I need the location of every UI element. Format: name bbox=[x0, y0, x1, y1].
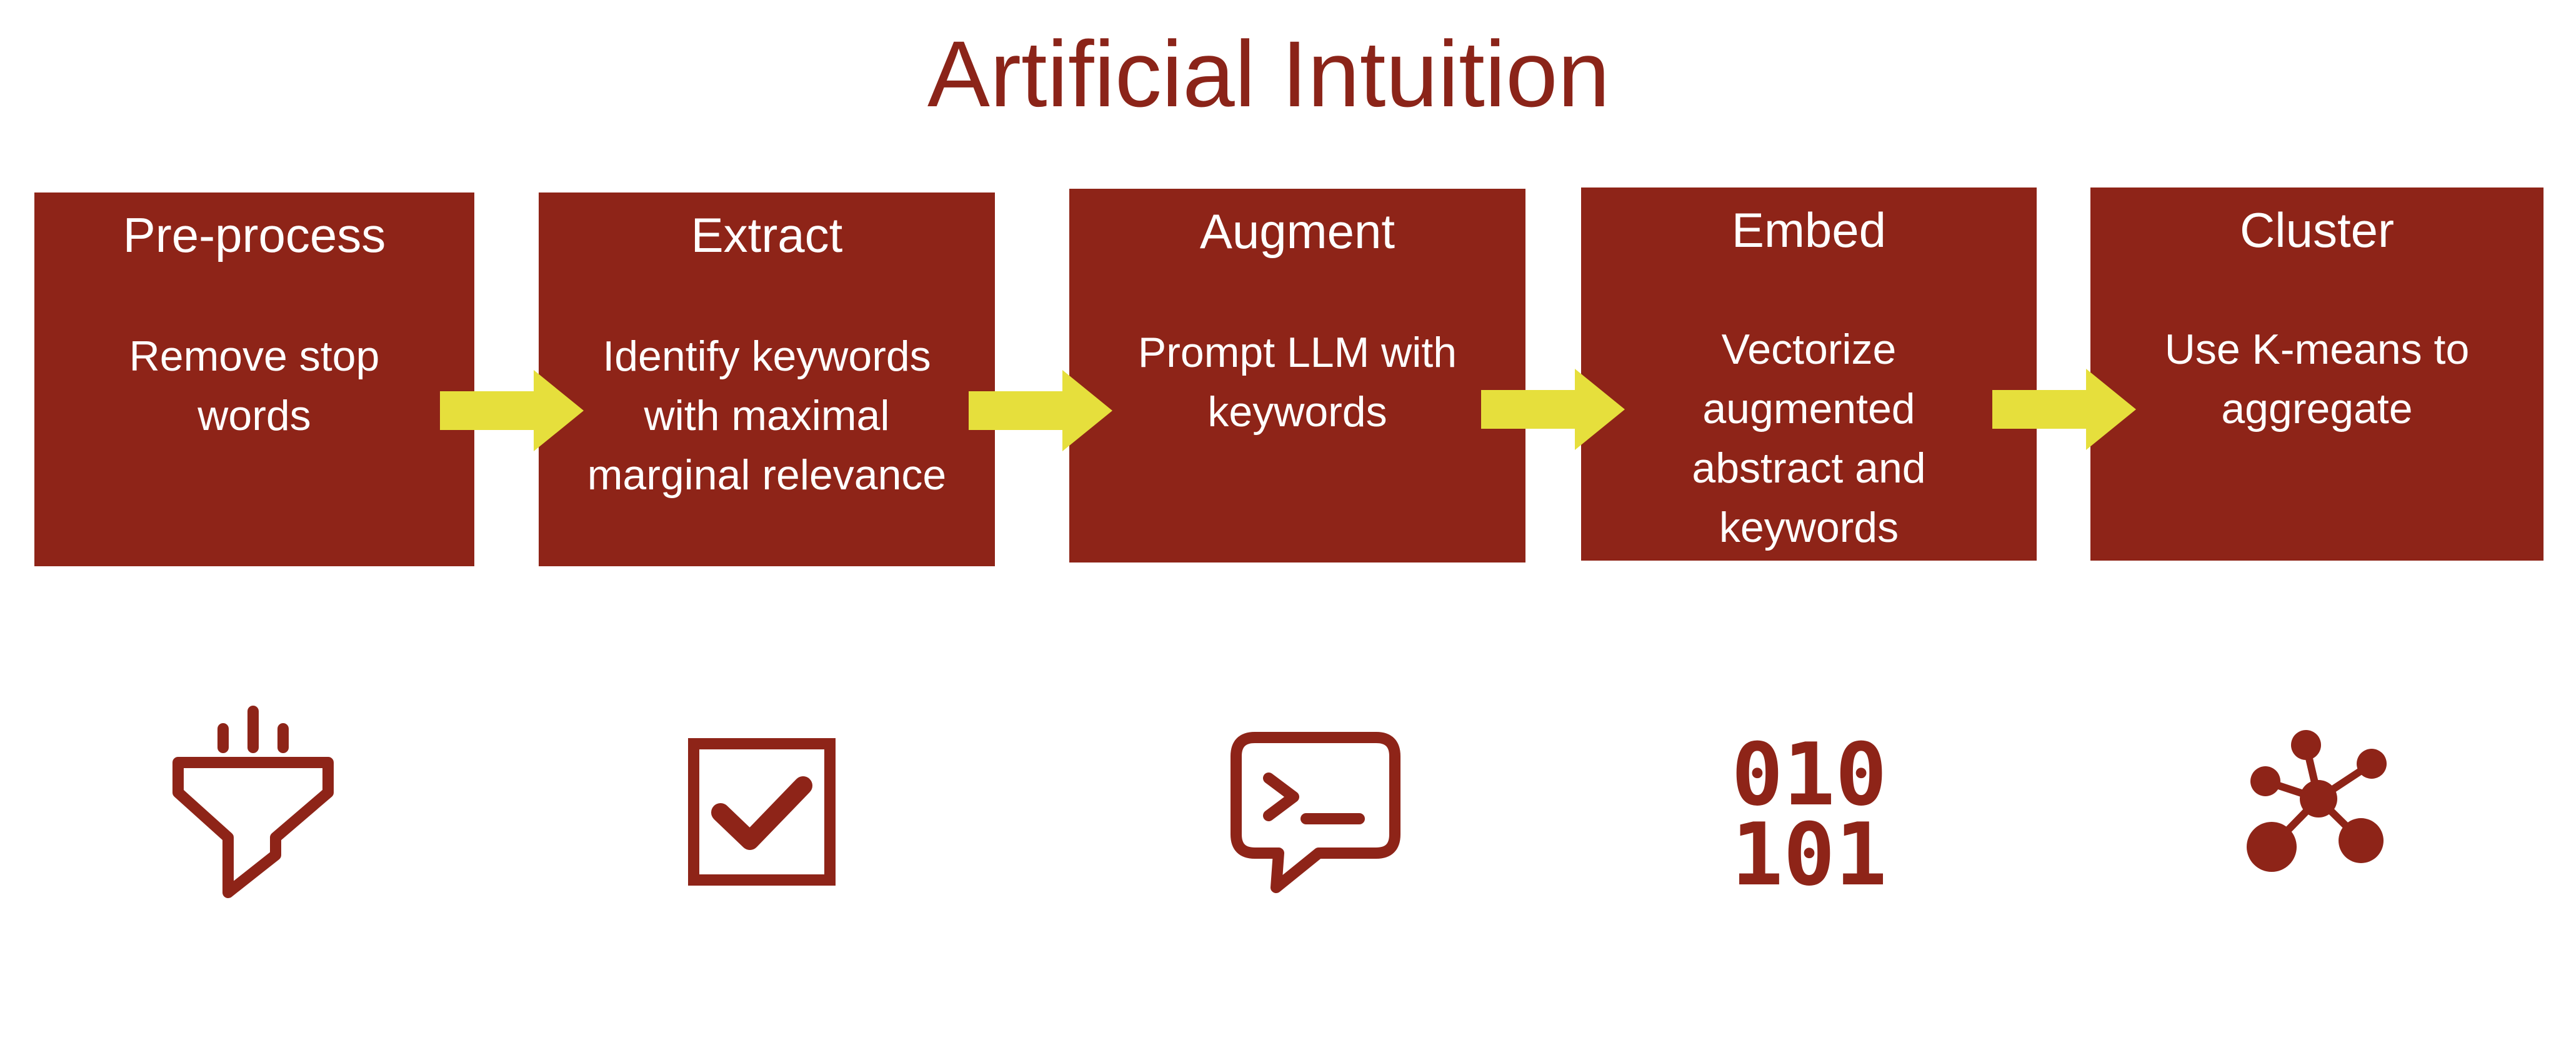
step-description-line: marginal relevance bbox=[587, 451, 947, 499]
arrow-shape bbox=[969, 370, 1112, 451]
step-description: Use K-means to aggregate bbox=[2103, 320, 2531, 439]
step-description: Prompt LLM with keywords bbox=[1082, 323, 1513, 442]
step-heading: Extract bbox=[691, 208, 843, 262]
step-description-line: aggregate bbox=[2221, 385, 2413, 432]
step-heading: Augment bbox=[1199, 204, 1395, 259]
step-extract: Extract Identify keywords with maximal m… bbox=[539, 192, 995, 566]
arrow-right-icon bbox=[1481, 369, 1625, 450]
binary-row-2: 101 bbox=[1731, 804, 1887, 897]
step-preprocess: Pre-process Remove stop words bbox=[34, 192, 474, 566]
step-description-line: words bbox=[197, 392, 311, 439]
step-description-line: Prompt LLM with bbox=[1137, 329, 1457, 376]
prompt-speech-bubble-icon bbox=[1231, 732, 1400, 893]
page-title: Artificial Intuition bbox=[927, 21, 1610, 126]
arrow-right-icon bbox=[440, 370, 584, 451]
arrow-shape bbox=[1992, 369, 2136, 450]
step-description: Remove stop words bbox=[47, 327, 462, 446]
step-description-line: Use K-means to bbox=[2164, 326, 2470, 373]
step-description: Vectorize augmented abstract and keyword… bbox=[1594, 320, 2024, 558]
step-description-line: Identify keywords bbox=[602, 332, 931, 380]
arrow-right-icon bbox=[1992, 369, 2136, 450]
network-cluster-icon bbox=[2247, 730, 2387, 872]
step-description-line: abstract and bbox=[1692, 444, 1926, 492]
arrow-right-icon bbox=[969, 370, 1112, 451]
step-description-line: Vectorize bbox=[1721, 326, 1897, 373]
binary-icon: 010 101 bbox=[1731, 728, 1887, 897]
step-description-line: keywords bbox=[1719, 504, 1899, 551]
step-description-line: augmented bbox=[1702, 385, 1915, 432]
binary-row-1: 010 bbox=[1731, 728, 1887, 825]
step-heading: Cluster bbox=[2239, 202, 2395, 258]
arrow-shape bbox=[440, 370, 584, 451]
step-cluster: Cluster Use K-means to aggregate bbox=[2090, 188, 2544, 561]
step-augment: Augment Prompt LLM with keywords bbox=[1069, 189, 1525, 562]
funnel-filter-icon bbox=[172, 706, 334, 898]
step-heading: Embed bbox=[1731, 202, 1887, 258]
step-heading: Pre-process bbox=[122, 208, 386, 262]
step-embed: Embed Vectorize augmented abstract and k… bbox=[1581, 188, 2037, 561]
checkbox-check-icon bbox=[688, 738, 836, 886]
step-description-line: keywords bbox=[1207, 388, 1387, 436]
arrow-shape bbox=[1481, 369, 1625, 450]
step-description-line: with maximal bbox=[644, 392, 890, 439]
step-description: Identify keywords with maximal marginal … bbox=[551, 327, 982, 505]
step-description-line: Remove stop bbox=[129, 332, 380, 380]
